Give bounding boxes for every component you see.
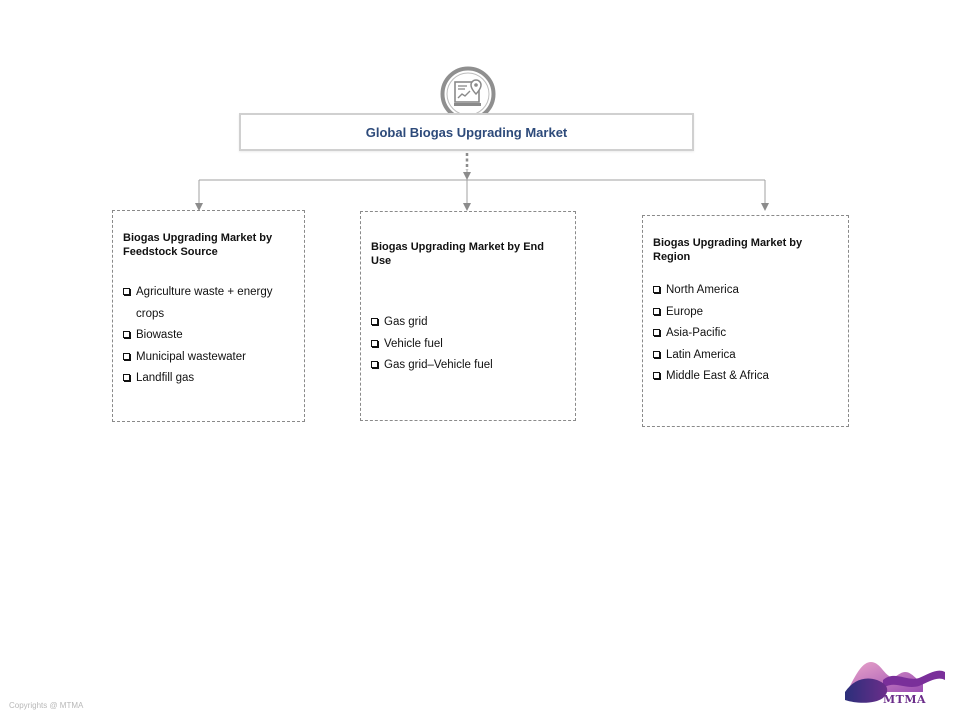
list-item: Europe <box>653 302 842 324</box>
checkbox-bullet-icon <box>653 372 660 380</box>
checkbox-bullet-icon <box>123 331 130 339</box>
checkbox-bullet-icon <box>371 318 378 325</box>
list-item: North America <box>653 280 842 302</box>
region-category-box: Biogas Upgrading Market by Region North … <box>642 215 849 427</box>
list-item: Municipal wastewater <box>123 347 298 369</box>
checkbox-bullet-icon <box>653 307 660 315</box>
list-item: Landfill gas <box>123 368 298 390</box>
category-heading: Biogas Upgrading Market by Region <box>653 237 803 263</box>
category-list: North America Europe Asia-Pacific Latin … <box>653 280 842 388</box>
checkbox-bullet-icon <box>371 361 378 369</box>
market-title-box: Global Biogas Upgrading Market <box>239 113 694 151</box>
list-item: Gas grid <box>371 312 569 334</box>
list-item: Asia-Pacific <box>653 323 842 345</box>
logo-text: MTMA <box>883 693 926 706</box>
checkbox-bullet-icon <box>371 339 378 347</box>
checkbox-bullet-icon <box>123 288 130 295</box>
feedstock-category-box: Biogas Upgrading Market by Feedstock Sou… <box>112 210 305 422</box>
list-item: Vehicle fuel <box>371 334 569 356</box>
category-heading: Biogas Upgrading Market by Feedstock Sou… <box>123 232 273 258</box>
list-item: Agriculture waste + energy crops <box>123 282 298 325</box>
market-title: Global Biogas Upgrading Market <box>365 124 568 140</box>
category-list: Gas grid Vehicle fuel Gas grid–Vehicle f… <box>371 312 569 377</box>
list-item: Latin America <box>653 345 842 367</box>
logo-text-value: MTMA <box>883 693 927 706</box>
enduse-category-box: Biogas Upgrading Market by End Use Gas g… <box>360 211 576 421</box>
category-list: Agriculture waste + energy crops Biowast… <box>123 282 298 390</box>
category-heading: Biogas Upgrading Market by End Use <box>371 241 544 267</box>
list-item: Middle East & Africa <box>653 366 842 388</box>
checkbox-bullet-icon <box>123 352 130 360</box>
copyright-text: Copyrights @ MTMA <box>9 701 84 710</box>
mtma-logo <box>843 658 947 708</box>
checkbox-bullet-icon <box>653 286 660 293</box>
checkbox-bullet-icon <box>123 374 130 382</box>
list-item: Gas grid–Vehicle fuel <box>371 355 569 377</box>
list-item: Biowaste <box>123 325 298 347</box>
report-chart-icon <box>440 66 496 122</box>
checkbox-bullet-icon <box>653 350 660 358</box>
checkbox-bullet-icon <box>653 329 660 337</box>
